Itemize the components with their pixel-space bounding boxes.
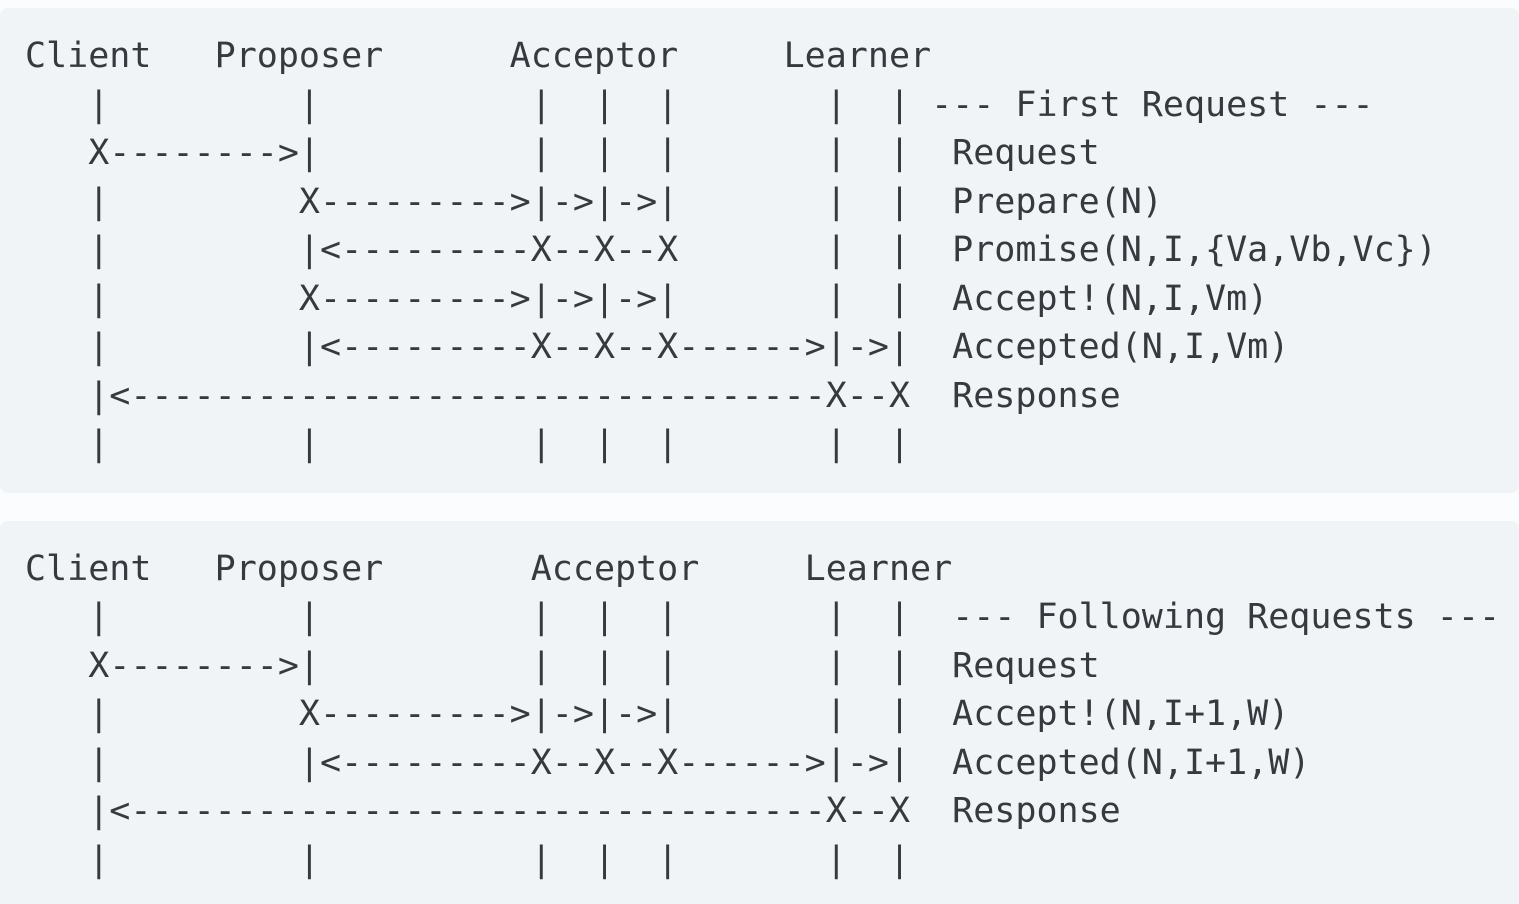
ascii-line-roles-header: Client Proposer Acceptor Learner: [25, 548, 953, 589]
ascii-line-message-promise: | |<---------X--X--X | | Promise(N,I,{Va…: [25, 230, 1437, 270]
ascii-line-lifelines-footer: | | | | | | |: [25, 424, 911, 464]
ascii-line-roles-header: Client Proposer Acceptor Learner: [25, 36, 932, 76]
ascii-line-message-request: X-------->| | | | | | Request: [25, 133, 1100, 173]
ascii-line-message-accept: | X--------->|->|->| | | Accept!(N,I+1,W…: [25, 694, 1290, 734]
ascii-line-message-accepted: | |<---------X--X--X------>|->| Accepted…: [25, 327, 1290, 367]
ascii-line-message-request: X-------->| | | | | | Request: [25, 645, 1100, 686]
ascii-line-lifelines-footer: | | | | | | |: [25, 839, 911, 880]
ascii-line-message-prepare: | X--------->|->|->| | | Prepare(N): [25, 181, 1163, 222]
ascii-line-section-title: | | | | | | | --- First Request ---: [25, 84, 1374, 125]
code-block-first-request: Client Proposer Acceptor Learner | | | |…: [0, 8, 1519, 493]
ascii-line-message-response: |<---------------------------------X--X …: [25, 791, 1121, 831]
ascii-line-message-accepted: | |<---------X--X--X------>|->| Accepted…: [25, 742, 1311, 783]
ascii-line-section-title: | | | | | | | --- Following Requests ---: [25, 597, 1501, 637]
code-block-following-requests: Client Proposer Acceptor Learner | | | |…: [0, 520, 1519, 904]
ascii-line-message-accept: | X--------->|->|->| | | Accept!(N,I,Vm): [25, 278, 1269, 319]
ascii-line-message-response: |<---------------------------------X--X …: [25, 375, 1121, 416]
